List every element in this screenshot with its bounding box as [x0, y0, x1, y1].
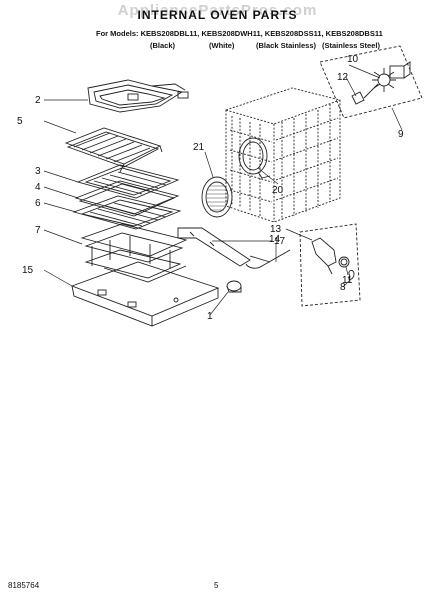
- oven-bottom-tray-part: [70, 261, 220, 327]
- callout-3: 3: [35, 166, 41, 177]
- callout-9: 9: [398, 129, 404, 140]
- sensor-wire-part: [245, 249, 291, 269]
- fan-cover-part: [201, 176, 233, 218]
- oven-rack-upper-part: [76, 164, 180, 199]
- callout-8: 8: [340, 282, 346, 293]
- variant-white: (White): [209, 41, 235, 50]
- callout-6: 6: [35, 198, 41, 209]
- callout-4: 4: [35, 182, 41, 193]
- callout-14: 14: [269, 234, 281, 245]
- hidden-bake-element-part: [80, 223, 188, 283]
- callout-10: 10: [347, 54, 359, 65]
- bake-element-part: [64, 127, 163, 173]
- fan-motor-group-box: [319, 45, 423, 119]
- light-assembly-group-box: [299, 223, 361, 307]
- plug-part: [226, 280, 242, 293]
- broil-element-part: [87, 79, 189, 113]
- callout-11: 11: [342, 275, 353, 286]
- watermark: AppliancePartsPros.com: [117, 2, 318, 19]
- callout-12: 12: [337, 72, 349, 83]
- fan-cover-grille: [207, 185, 227, 211]
- callout-13: 13: [270, 224, 282, 235]
- fan-ring-part: [238, 137, 271, 179]
- callout-17: 17: [274, 236, 286, 247]
- callout-5: 5: [17, 116, 23, 127]
- page-number: 5: [214, 581, 219, 590]
- page-title: INTERNAL OVEN PARTS: [137, 8, 298, 22]
- callout-15: 15: [22, 265, 34, 276]
- callout-21: 21: [193, 142, 205, 153]
- variant-black: (Black): [150, 41, 176, 50]
- callout-7: 7: [35, 225, 41, 236]
- callout-1: 1: [207, 311, 213, 322]
- callout-2: 2: [35, 95, 41, 106]
- leader-lines: [43, 64, 403, 316]
- oven-rack-lower-part: [72, 195, 182, 230]
- variant-stainless-steel: (Stainless Steel): [322, 41, 380, 50]
- variant-black-stainless: (Black Stainless): [256, 41, 317, 50]
- callout-20: 20: [272, 185, 284, 196]
- model-list: For Models: KEBS208DBL11, KEBS208DWH11, …: [96, 29, 383, 38]
- document-number: 8185764: [8, 581, 40, 590]
- bracket-part: [177, 227, 271, 267]
